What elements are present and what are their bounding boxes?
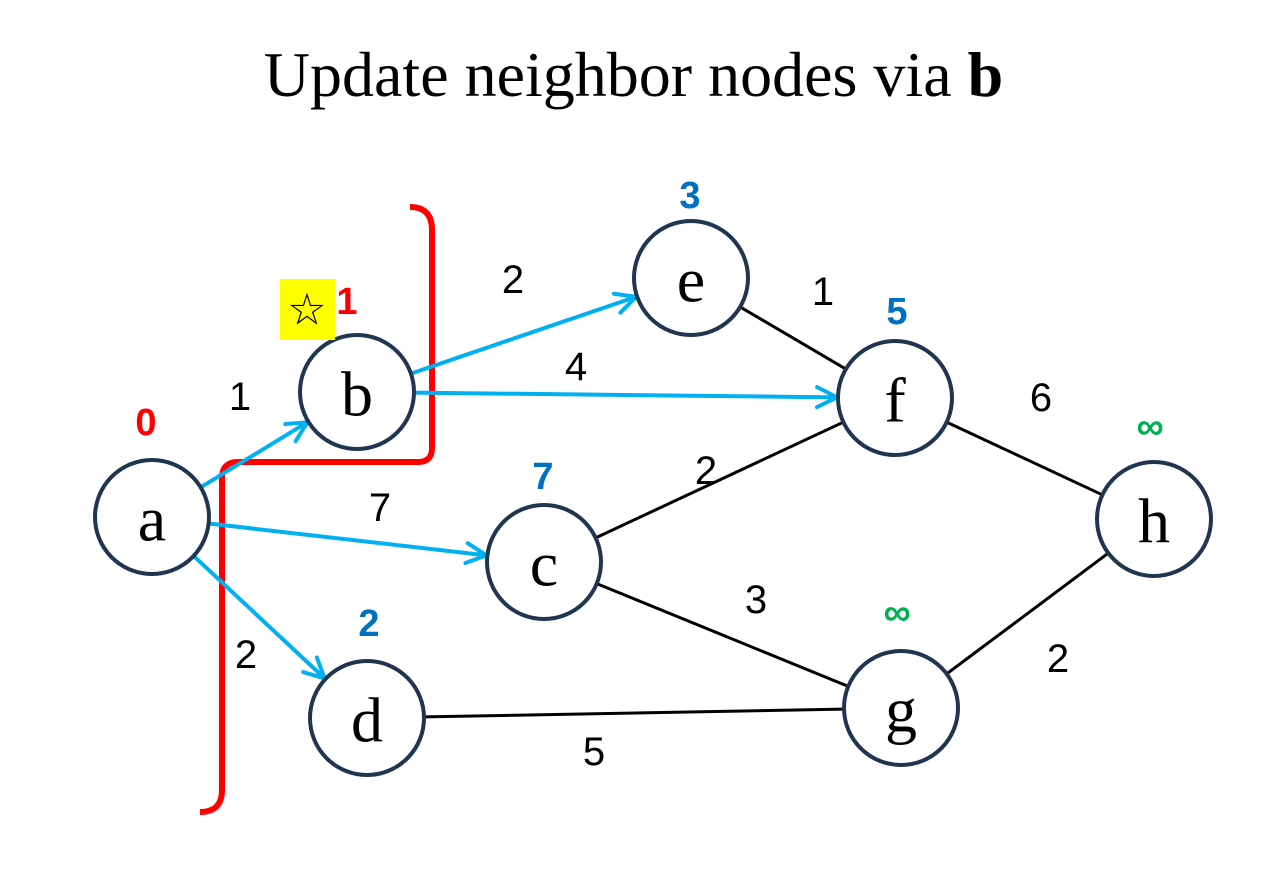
node-d: d2 xyxy=(308,603,426,777)
edge-a-d xyxy=(192,554,325,678)
node-b: b 1☆ xyxy=(280,279,416,451)
node-circle xyxy=(298,333,416,451)
node-circle xyxy=(842,649,960,767)
distance-label-b: 1 xyxy=(336,281,357,323)
edge-f-h xyxy=(946,420,1103,496)
slide-title: Update neighbor nodes via b xyxy=(0,38,1267,112)
title-emphasis: b xyxy=(967,39,1004,110)
edge-c-f xyxy=(595,421,844,540)
edge-weight-d-g: 5 xyxy=(583,730,605,774)
node-circle xyxy=(308,659,426,777)
edge-weight-a-c: 7 xyxy=(369,486,391,530)
edge-weight-e-f: 1 xyxy=(812,270,834,314)
edge-a-c xyxy=(208,521,487,556)
node-circle xyxy=(632,219,750,337)
node-h: h∞ xyxy=(1095,406,1213,578)
node-label: d xyxy=(351,685,383,756)
distance-label-h: ∞ xyxy=(1136,406,1163,448)
edge-weight-f-h: 6 xyxy=(1030,376,1052,420)
node-label: g xyxy=(885,675,917,746)
edge-weight-a-d: 2 xyxy=(235,633,257,677)
edge-b-e xyxy=(410,297,636,376)
current-node-highlight xyxy=(280,279,335,340)
edge-weight-b-e: 2 xyxy=(502,258,524,302)
node-f: f5 xyxy=(836,291,954,457)
edge-c-g xyxy=(596,582,848,688)
distance-label-f: 5 xyxy=(886,291,907,333)
node-circle xyxy=(93,458,211,576)
edge-weight-b-f: 4 xyxy=(565,345,587,389)
node-a: a0 xyxy=(93,402,211,576)
edge-b-f xyxy=(413,393,837,398)
edges-layer xyxy=(192,297,1109,719)
node-circle xyxy=(485,503,603,621)
node-e: e3 xyxy=(632,175,750,337)
edge-weight-a-b: 1 xyxy=(229,375,251,419)
distance-label-d: 2 xyxy=(358,603,379,645)
distance-label-a: 0 xyxy=(135,402,156,444)
edge-weight-c-g: 3 xyxy=(745,578,767,622)
node-label: h xyxy=(1138,486,1170,557)
edge-a-b xyxy=(199,422,308,490)
node-label: e xyxy=(677,245,705,316)
title-text: Update neighbor nodes via xyxy=(263,39,968,110)
node-c: c7 xyxy=(485,456,603,621)
node-circle xyxy=(1095,460,1213,578)
node-label: b xyxy=(341,359,373,430)
star-icon: ☆ xyxy=(287,285,326,336)
edge-weight-c-f: 2 xyxy=(695,449,717,493)
distance-label-e: 3 xyxy=(679,175,700,217)
node-g: g∞ xyxy=(842,592,960,767)
node-circle xyxy=(836,339,954,457)
node-label: a xyxy=(138,484,166,555)
node-label: c xyxy=(530,529,558,600)
edge-g-h xyxy=(945,552,1109,676)
edge-e-f xyxy=(739,305,846,370)
node-label: f xyxy=(884,365,906,436)
distance-label-g: ∞ xyxy=(883,592,910,634)
edge-d-g xyxy=(423,707,844,719)
edge-weight-g-h: 2 xyxy=(1047,637,1069,681)
distance-label-c: 7 xyxy=(532,456,553,498)
settled-set-boundary xyxy=(199,204,435,815)
